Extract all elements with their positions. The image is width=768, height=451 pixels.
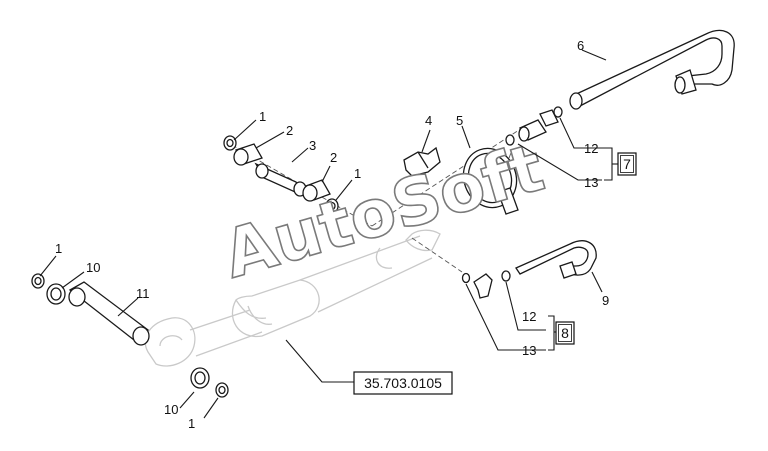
callout-7: 7 [623,156,631,172]
callout-12-bot: 12 [522,309,536,324]
callout-12-top: 12 [584,141,598,156]
left-pin-set [31,273,150,346]
upper-hydraulic-line [505,29,735,146]
lower-washers [190,367,229,398]
callout-4: 4 [425,113,432,128]
callout-numbers: 1 2 3 2 1 4 5 6 12 13 1 10 11 9 12 13 10… [55,38,609,431]
watermark-text: AutoSoft [215,129,552,293]
callout-3: 3 [309,138,316,153]
callout-5: 5 [456,113,463,128]
tube-part-6 [570,29,735,107]
callout-9: 9 [602,293,609,308]
callout-box-8: 8 [555,321,575,345]
callout-1-bot: 1 [188,416,195,431]
callout-6: 6 [577,38,584,53]
reference-box-group: 35.703.0105 [353,371,453,395]
callout-10-left: 10 [86,260,100,275]
callout-13-top: 13 [584,175,598,190]
seal-lower [461,272,471,284]
reference-box-frame [353,371,453,395]
callout-1-mid: 1 [354,166,361,181]
elbow-part-4 [403,146,441,177]
lower-hydraulic-line [461,240,597,299]
cylinder-body-ghost [144,229,441,367]
callout-1-top: 1 [259,109,266,124]
elbow-and-clamp [403,146,519,215]
callout-2-mid: 2 [330,150,337,165]
upper-pin-set [223,135,339,214]
callout-8: 8 [561,325,569,341]
callout-13-bot: 13 [522,343,536,358]
reference-box-label: 35.703.0105 [364,375,442,391]
pin-left [68,281,150,341]
callout-box-7: 7 [617,152,637,176]
seal-upper [505,134,515,146]
callout-1-left: 1 [55,241,62,256]
tube-part-9 [515,240,597,276]
callout-10-bot: 10 [164,402,178,417]
leader-lines [39,49,618,419]
callout-11: 11 [136,286,150,301]
callout-2-top: 2 [286,123,293,138]
adapter-lower [473,273,493,299]
